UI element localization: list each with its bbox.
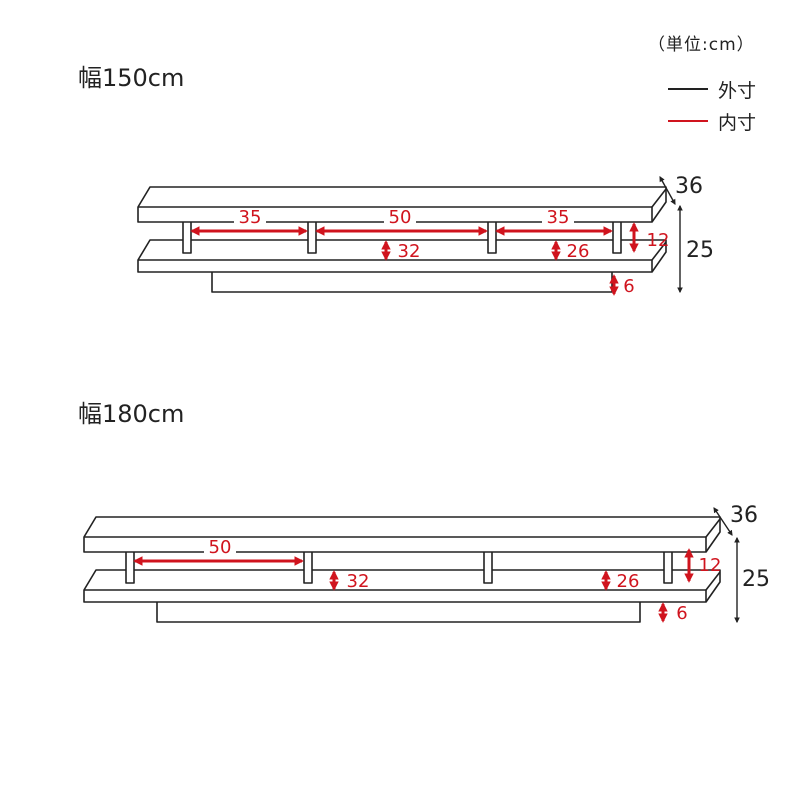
dim-label: 35 [547, 207, 570, 228]
top-shelf [83, 516, 721, 553]
dim-label: 50 [389, 207, 412, 228]
legend-outer-line [668, 88, 708, 90]
base-plinth [211, 269, 613, 293]
dim-label: 32 [347, 571, 370, 592]
dim-label: 36 [675, 174, 703, 199]
dim-line [713, 507, 733, 536]
model-180-inner-labels: 50 12 32 26 6 [204, 537, 721, 624]
model-150-inner-dims [190, 222, 639, 296]
leg [612, 218, 622, 254]
dim-label: 6 [676, 603, 687, 624]
model-150-outer-dims [659, 176, 683, 294]
model-150-drawing [137, 186, 667, 293]
dim-label: 26 [617, 571, 640, 592]
leg [125, 548, 135, 584]
dim-label: 50 [209, 537, 232, 558]
model-180-drawing [83, 516, 721, 623]
unit-note: （単位:cm） [648, 35, 755, 55]
model-150-outer-labels: 36 25 [675, 174, 714, 263]
leg [663, 548, 673, 584]
leg [303, 548, 313, 584]
model-180-title: 幅180cm [78, 400, 185, 428]
leg [182, 218, 192, 254]
dim-label: 6 [623, 276, 634, 297]
dim-label: 35 [239, 207, 262, 228]
model-180-inner-dims [133, 548, 694, 623]
dim-label: 12 [647, 230, 670, 251]
dim-label: 25 [686, 238, 714, 263]
model-150-inner-labels: 35 50 35 12 32 26 6 [234, 207, 669, 297]
legend-inner-line [668, 120, 708, 122]
dim-label: 32 [398, 241, 421, 262]
dim-label: 36 [730, 503, 758, 528]
dim-label: 12 [699, 555, 722, 576]
model-150-title: 幅150cm [78, 64, 185, 92]
leg [487, 218, 497, 254]
legend-outer-label: 外寸 [718, 80, 757, 102]
dim-line [659, 176, 676, 205]
model-180-outer-labels: 36 25 [730, 503, 770, 592]
dim-label: 26 [567, 241, 590, 262]
model-180-outer-dims [713, 507, 740, 624]
leg [483, 548, 493, 584]
base-plinth [156, 599, 641, 623]
legend-inner-label: 内寸 [718, 112, 757, 134]
dim-label: 25 [742, 567, 770, 592]
leg [307, 218, 317, 254]
